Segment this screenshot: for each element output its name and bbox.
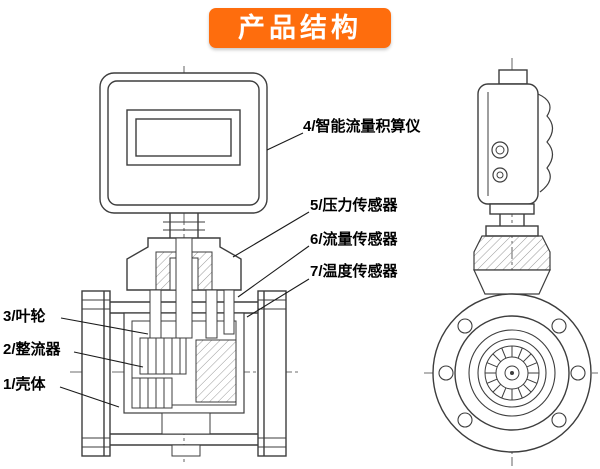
display-head: [99, 72, 268, 214]
leader-flow-sensor: [237, 245, 310, 298]
bolt-hole: [551, 412, 567, 428]
connector-port-2: [492, 167, 508, 183]
bolt-hole: [457, 318, 473, 334]
left-flange: [81, 290, 111, 457]
title-banner: 产品结构: [209, 8, 391, 48]
label-housing: 1/壳体: [3, 376, 46, 393]
label-impeller: 3/叶轮: [3, 308, 46, 325]
flow-probe: [205, 289, 218, 339]
head-cap: [498, 69, 528, 85]
bolt-hole: [570, 365, 586, 381]
leader-impeller: [60, 317, 149, 335]
label-rectifier: 2/整流器: [3, 341, 61, 358]
pressure-probe: [149, 289, 162, 339]
sensor-probes: [149, 237, 235, 339]
sensor-stack: [175, 237, 193, 339]
leader-pressure-sensor: [232, 211, 310, 258]
grip-edge: [537, 93, 554, 193]
side-head: [477, 69, 554, 205]
front-view: [70, 66, 300, 462]
leader-lines: [59, 132, 310, 408]
leader-rectifier: [73, 351, 144, 368]
label-pressure-sensor: 5/压力传感器: [310, 197, 398, 214]
lower-housing: [161, 412, 211, 457]
leader-totalizer: [266, 132, 304, 151]
connector-port-1: [491, 141, 509, 159]
temperature-probe: [223, 289, 235, 335]
lcd-bezel: [126, 109, 241, 166]
bolt-hole: [438, 365, 454, 381]
side-stem-mount: [473, 203, 551, 295]
side-view: [424, 58, 598, 466]
leader-housing: [59, 386, 120, 408]
bolt-hole: [457, 412, 473, 428]
label-flow-sensor: 6/流量传感器: [310, 231, 398, 248]
bolt-hole: [551, 318, 567, 334]
head-stem: [163, 213, 205, 238]
internal-block: [195, 339, 237, 403]
lcd-screen: [135, 118, 232, 157]
impeller-section: [139, 337, 187, 375]
taper-block: [473, 235, 551, 271]
turbine-core: [484, 345, 540, 401]
page-title: 产品结构: [238, 12, 362, 43]
leader-temperature-sensor: [246, 278, 310, 318]
drain-plug: [171, 444, 201, 457]
rectifier-section: [131, 377, 173, 409]
right-flange: [257, 290, 287, 457]
label-temperature-sensor: 7/温度传感器: [310, 263, 398, 280]
label-totalizer: 4/智能流量积算仪: [303, 118, 421, 135]
